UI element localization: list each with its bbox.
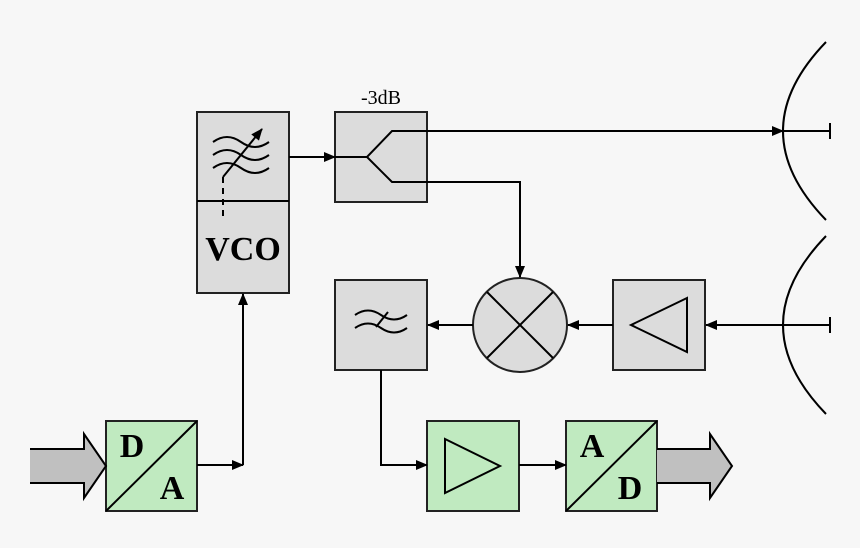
- dac-top-label: D: [120, 428, 145, 465]
- adc-top-label: A: [580, 428, 605, 465]
- dac-bottom-label: A: [160, 470, 185, 507]
- adc-bottom-label: D: [618, 470, 643, 507]
- receive-antenna-icon: [782, 235, 831, 415]
- mixer: [472, 277, 568, 373]
- filter-icon: [354, 309, 408, 334]
- if-amplifier-block: [426, 420, 520, 512]
- splitter-label: -3dB: [361, 87, 401, 109]
- transmit-antenna-icon: [782, 41, 831, 221]
- tunable-filter-icon: [212, 128, 270, 218]
- adc-block: A D: [565, 420, 658, 512]
- input-bus-arrow: [30, 430, 108, 502]
- splitter-block: -3dB: [334, 87, 428, 203]
- amplifier-icon: [444, 437, 503, 495]
- vco-label: VCO: [205, 231, 281, 268]
- signal-lines: [197, 126, 784, 470]
- vco-block: VCO: [196, 111, 290, 294]
- amplifier-icon: [628, 296, 688, 354]
- lowpass-filter-block: [334, 279, 428, 371]
- output-bus-arrow: [657, 430, 734, 502]
- dac-block: D A: [105, 420, 198, 512]
- receive-amplifier-block: [612, 279, 706, 371]
